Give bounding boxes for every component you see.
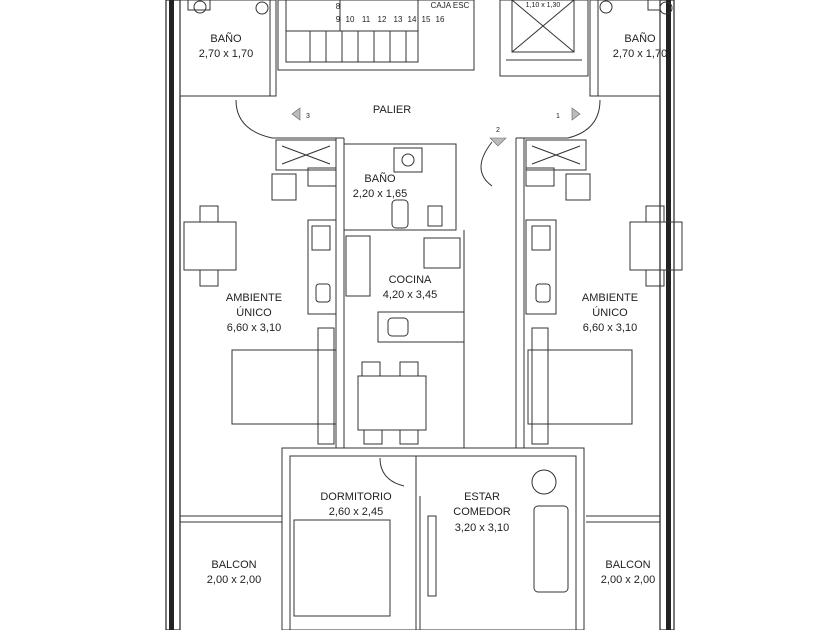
ambiente-r-size: 6,60 x 3,10 xyxy=(583,322,637,334)
ambiente-l-label2: ÚNICO xyxy=(236,306,272,319)
balcon-l-label: BALCON xyxy=(211,559,256,571)
room-labels: BAÑO 2,70 x 1,70 BAÑO 2,70 x 1,70 CAJA E… xyxy=(199,1,667,586)
dormitorio-size: 2,60 x 2,45 xyxy=(329,506,383,518)
bano-tl-label: BAÑO xyxy=(210,32,242,45)
unit-1-number: 1 xyxy=(556,113,560,120)
stair-number: 12 xyxy=(378,15,387,24)
left-unit-walls xyxy=(180,138,345,523)
balcon-l-size: 2,00 x 2,00 xyxy=(207,574,261,586)
stair-number: 11 xyxy=(362,15,371,24)
caja-esc-label: CAJA ESC xyxy=(431,1,470,10)
stair-number: 14 xyxy=(408,15,417,24)
bano-tr-size: 2,70 x 1,70 xyxy=(613,48,667,60)
outer-walls xyxy=(165,0,675,630)
stair-number: 15 xyxy=(422,15,431,24)
cocina-size: 4,20 x 3,45 xyxy=(383,289,437,301)
stair-numbers: 8 9 10 11 12 13 14 15 16 xyxy=(336,2,445,24)
stair-number: 10 xyxy=(346,15,355,24)
estar-label: ESTAR xyxy=(464,491,500,503)
right-unit-walls xyxy=(515,138,683,523)
stair-number: 13 xyxy=(394,15,403,24)
bottom-rooms-walls xyxy=(281,447,585,630)
unit-1-arrow-icon xyxy=(571,107,581,121)
stair-box xyxy=(277,0,475,71)
unit-2-arrow-icon xyxy=(489,137,507,147)
elevator xyxy=(499,0,589,77)
bano-tr-label: BAÑO xyxy=(624,32,656,45)
bano-tl-size: 2,70 x 1,70 xyxy=(199,48,253,60)
unit-markers: 3 2 1 xyxy=(291,107,581,147)
palier-label: PALIER xyxy=(373,104,411,116)
bano-c-size: 2,20 x 1,65 xyxy=(353,188,407,200)
ambiente-l-label: AMBIENTE xyxy=(226,292,282,304)
estar-label2: COMEDOR xyxy=(453,506,511,518)
unit-3-number: 3 xyxy=(306,113,310,120)
balcon-r-label: BALCON xyxy=(605,559,650,571)
unit-2-number: 2 xyxy=(496,127,500,134)
dormitorio-label: DORMITORIO xyxy=(320,491,392,503)
cocina-label: COCINA xyxy=(389,274,432,286)
bano-c-label: BAÑO xyxy=(364,172,396,185)
stair-number: 8 xyxy=(336,2,341,11)
ambiente-r-label2: ÚNICO xyxy=(592,306,628,319)
ambiente-r-label: AMBIENTE xyxy=(582,292,638,304)
stair-number: 9 xyxy=(336,15,341,24)
balcon-r-size: 2,00 x 2,00 xyxy=(601,574,655,586)
ambiente-l-size: 6,60 x 3,10 xyxy=(227,322,281,334)
unit-3-arrow-icon xyxy=(291,107,301,121)
stair-number: 16 xyxy=(436,15,445,24)
estar-size: 3,20 x 3,10 xyxy=(455,522,509,534)
center-core-walls xyxy=(343,143,465,448)
palier-walls xyxy=(180,86,660,187)
ascensor-size: 1,10 x 1,30 xyxy=(526,2,561,9)
bano-top-right-walls xyxy=(589,0,673,97)
